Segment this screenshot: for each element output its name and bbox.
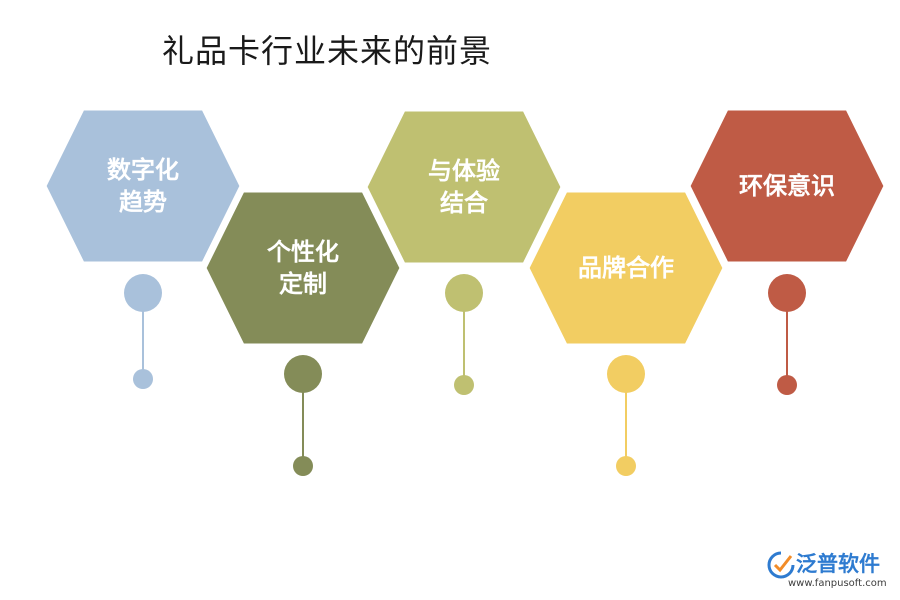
large-dot (124, 274, 162, 312)
hexagon-shape (687, 107, 887, 265)
large-dot (445, 274, 483, 312)
hexagon-shape (203, 189, 403, 347)
small-dot (777, 375, 797, 395)
hexagon-shape (364, 108, 564, 266)
hexagon-label: 个性化 (267, 238, 339, 266)
large-dot (768, 274, 806, 312)
hexagon-label: 定制 (279, 270, 327, 298)
hexagon-item: 环保意识 (687, 107, 887, 395)
logo-url: www.fanpusoft.com (788, 578, 887, 589)
fanpu-logo-icon (767, 551, 795, 579)
hexagon-shape (43, 107, 243, 265)
large-dot (607, 355, 645, 393)
small-dot (293, 456, 313, 476)
small-dot (454, 375, 474, 395)
large-dot (284, 355, 322, 393)
logo-name: 泛普软件 (796, 552, 880, 576)
hexagon-label: 品牌合作 (578, 254, 674, 282)
hexagon-label: 数字化 (107, 156, 179, 184)
brand-logo: 泛普软件 www.fanpusoft.com (766, 548, 887, 594)
hexagon-item: 品牌合作 (526, 189, 726, 476)
page-title: 礼品卡行业未来的前景 (162, 32, 493, 70)
hexagon-label: 与体验 (428, 157, 500, 185)
hexagon-label: 结合 (440, 189, 489, 217)
hexagon-shape (526, 189, 726, 347)
small-dot (616, 456, 636, 476)
small-dot (133, 369, 153, 389)
hexagon-label: 环保意识 (739, 172, 835, 200)
hexagon-label: 趋势 (119, 188, 167, 216)
